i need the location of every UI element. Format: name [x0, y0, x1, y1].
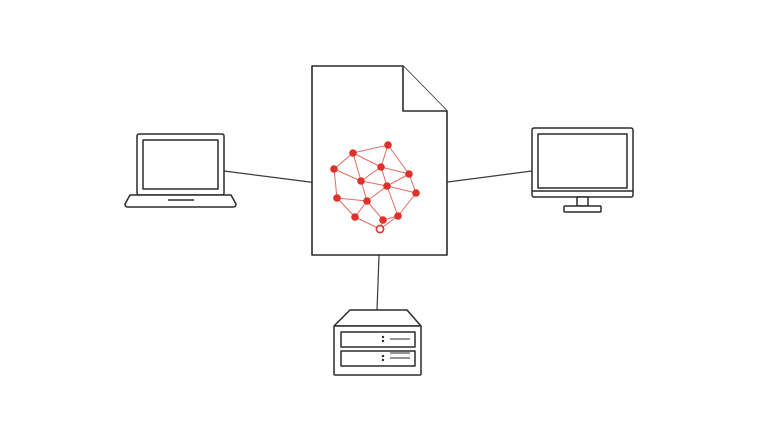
network-edge [360, 166, 382, 182]
network-node [383, 182, 391, 190]
network-edge [386, 185, 399, 217]
network-node [377, 163, 385, 171]
network-node [375, 224, 385, 234]
network-edge [397, 192, 417, 217]
network-edge [352, 152, 362, 182]
document-fold [402, 66, 447, 112]
network-node [333, 194, 341, 202]
network-edge [333, 168, 338, 199]
network-node [351, 213, 359, 221]
network-edge [380, 166, 410, 175]
network-edge [387, 144, 410, 175]
server-drive-2-details [381, 352, 410, 362]
network-node [412, 189, 420, 197]
network-node [330, 165, 338, 173]
network-edge [360, 180, 388, 187]
network-edge [354, 216, 381, 230]
laptop-icon [124, 133, 237, 208]
laptop-screen [142, 139, 219, 190]
laptop-base [124, 194, 237, 208]
network-edge [366, 200, 384, 221]
monitor-screen [537, 133, 628, 189]
network-edge [380, 144, 389, 168]
network-edge [333, 168, 362, 182]
network-edge [386, 185, 417, 194]
monitor-icon [531, 127, 634, 213]
network-edge [352, 144, 389, 154]
monitor-foot [563, 205, 602, 213]
network-node [363, 197, 371, 205]
network-edge [333, 152, 354, 170]
server-top [333, 309, 422, 327]
network-edges [333, 144, 417, 230]
monitor-neck [576, 196, 589, 207]
server-drive-1 [340, 331, 416, 348]
server-icon [333, 309, 422, 376]
network-graph-icon [330, 141, 420, 234]
network-edge [336, 197, 356, 218]
network-node [349, 149, 357, 157]
network-edge [386, 173, 410, 187]
network-nodes [330, 141, 420, 234]
network-edge [366, 185, 388, 202]
network-node [394, 212, 402, 220]
network-node [405, 170, 413, 178]
server-drive-1-details [381, 335, 410, 343]
network-node [379, 216, 387, 224]
network-edge [352, 152, 382, 168]
network-node [357, 177, 365, 185]
network-node [384, 141, 392, 149]
network-edge [336, 197, 368, 202]
server-drive-2 [340, 350, 416, 367]
